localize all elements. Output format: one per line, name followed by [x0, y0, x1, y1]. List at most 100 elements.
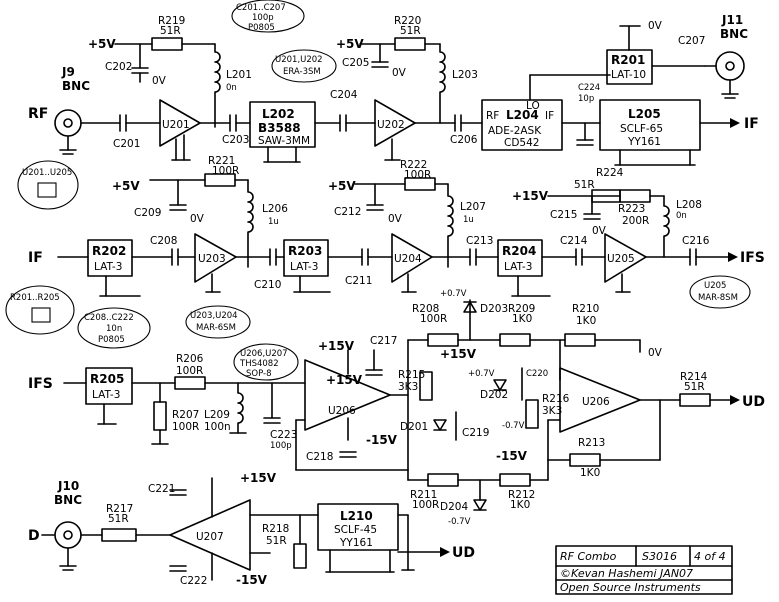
row-if-chain: IF R202 LAT-3 C208 U203 +5V R221 100R 0V… [28, 155, 765, 297]
note-saw-ampl2: ERA-3SM [283, 67, 321, 77]
u204-label: U204 [394, 253, 422, 265]
c224-capacitor: C224 10p [576, 83, 600, 146]
l210-part: SCLF-45 [334, 524, 377, 536]
r224-value: 51R [574, 179, 595, 191]
r203-label: R203 [288, 244, 322, 258]
c210-capacitor: C210 [254, 248, 281, 291]
c220-label: C220 [526, 369, 548, 379]
if-net-out: IF [744, 116, 759, 132]
r205-label: R205 [90, 372, 124, 386]
notes-row2: R201..R205 C208..C222 10n P0805 U203,U20… [5, 275, 751, 381]
r208-label: R208 [412, 303, 439, 315]
r218-value: 51R [266, 535, 287, 547]
title-org: Open Source Instruments [560, 581, 701, 594]
m15v-label-1: -15V [366, 433, 398, 447]
r201-attenuator: R201 LAT-10 0V C207 [606, 20, 706, 85]
r222-value: 100R [404, 169, 431, 181]
note-u203: U203,U204 [190, 311, 238, 321]
r206-value: 100R [176, 365, 203, 377]
r204-attenuator: R204 LAT-3 [497, 239, 551, 297]
l206-label: L206 [262, 203, 288, 215]
r224-label: R224 [596, 167, 624, 179]
c217-capacitor: C217 [365, 335, 397, 376]
p15v-label-2: +15V [318, 339, 355, 353]
d-net-in: D [28, 528, 40, 544]
note-u201-205: U201..U205 [22, 168, 72, 178]
m07v-label-1: -0.7V [502, 421, 525, 431]
r202-attenuator: R202 LAT-3 [87, 239, 141, 297]
j11-bnc-connector: J11 BNC [704, 13, 748, 99]
if-net-in: IF [28, 250, 43, 266]
c209-gnd: 0V [190, 213, 205, 225]
c214-capacitor: C214 [560, 235, 588, 266]
u201-supply: +5V R219 51R 0V C202 L201 0n [88, 15, 252, 128]
u202-label: U202 [377, 119, 405, 131]
r218-label: R218 [262, 523, 289, 535]
r213-value: 1K0 [580, 467, 600, 479]
r205-attenuator: R205 LAT-3 [85, 367, 133, 425]
j9-bnc-connector: J9 BNC [54, 65, 90, 155]
c223-label: C223 [270, 429, 297, 441]
u206b-label: U206 [582, 396, 610, 408]
r202-label: R202 [92, 244, 126, 258]
note-c208c: P0805 [98, 335, 125, 345]
c210-label: C210 [254, 279, 281, 291]
r209-label: R209 [508, 303, 535, 315]
ud-net-out: UD [742, 394, 765, 410]
r220-value: 51R [400, 25, 421, 37]
note-u206: U206,U207 [240, 349, 288, 359]
ud-net-in: UD [452, 545, 475, 561]
title-block: RF Combo S3016 4 of 4 ©Kevan Hashemi JAN… [555, 545, 733, 595]
d201-label: D201 [400, 421, 428, 433]
c203-label: C203 [222, 134, 249, 146]
c216-capacitor: C216 [682, 235, 710, 266]
c206-label: C206 [450, 134, 478, 146]
m15v-label-3: -15V [236, 573, 268, 587]
l210-filter: L210 SCLF-45 YY161 [317, 503, 450, 573]
r219-value: 51R [160, 25, 181, 37]
c208-capacitor: C208 [150, 235, 179, 266]
u207-opamp: U207 +15V -15V [169, 471, 301, 587]
u206a-opamp: +15V U206 +15V -15V [295, 339, 409, 471]
note-c-pkg3: P0805 [248, 23, 275, 33]
r202-type: LAT-3 [94, 261, 122, 273]
l209-label: L209 [204, 409, 230, 421]
d203-label: D203 [480, 303, 508, 315]
r205-type: LAT-3 [92, 389, 120, 401]
r201-label: R201 [611, 53, 645, 67]
r220-label: R220 [394, 15, 421, 27]
c222-label: C222 [180, 575, 207, 587]
l201-label: L201 [226, 69, 252, 81]
l207-label: L207 [460, 201, 486, 213]
note-u206b: THS4082 [239, 359, 279, 369]
l204-part: ADE-2ASK [488, 125, 542, 137]
r201-gnd: 0V [648, 20, 663, 32]
c211-capacitor: C211 [345, 248, 372, 287]
l205-pkg: YY161 [627, 136, 661, 148]
u203-amplifier: U203 [194, 233, 237, 293]
r214-label: R214 [680, 371, 708, 383]
l210-pkg: YY161 [339, 537, 373, 549]
ifs-net-in: IFS [28, 376, 53, 392]
l203-label: L203 [452, 69, 478, 81]
m15v-label-2: -15V [496, 449, 528, 463]
r203-attenuator: R203 LAT-3 [283, 239, 331, 293]
c201-capacitor: C201 [113, 114, 140, 150]
r211-label: R211 [410, 489, 437, 501]
p5v-label-3: +5V [112, 179, 140, 193]
p5v-label-4: +5V [328, 179, 356, 193]
u205-amplifier: U205 [604, 233, 647, 293]
c213-capacitor: C213 [466, 235, 493, 266]
c224-label: C224 [578, 83, 600, 93]
c208-label: C208 [150, 235, 177, 247]
u205-label: U205 [607, 253, 635, 265]
l204-mixer: RF L204 IF LO ADE-2ASK CD542 [481, 74, 611, 151]
r212-value: 1K0 [510, 499, 530, 511]
c222-capacitor: C222 [169, 565, 207, 587]
j9-type: BNC [62, 79, 90, 93]
note-c208: C208..C222 [84, 313, 134, 323]
r208-value: 100R [420, 313, 447, 325]
l202-pkg: SAW-3MM [258, 135, 310, 147]
note-u206c: SOP-8 [246, 369, 272, 379]
